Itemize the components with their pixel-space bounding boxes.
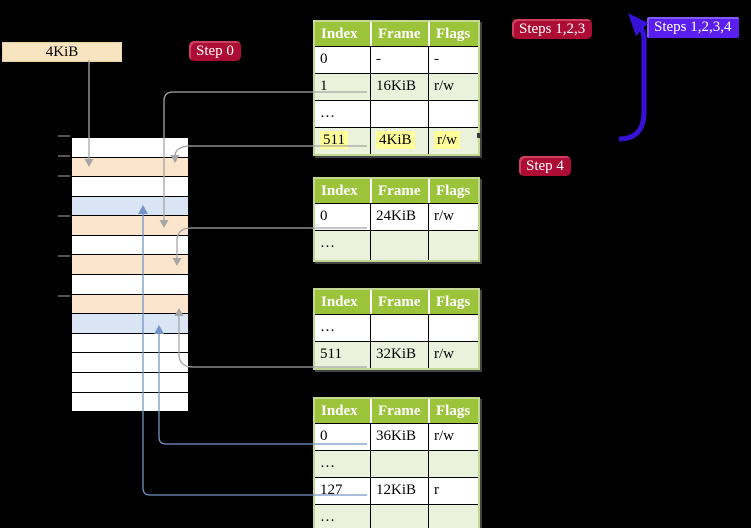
cell-index: 0: [320, 428, 328, 444]
cell-flags: r/w: [428, 74, 478, 100]
table-header: Index Frame Flags: [315, 179, 478, 203]
highlighted-value: r/w: [434, 131, 460, 149]
cell-index: 1: [320, 78, 328, 94]
table-row: 127 12KiB r: [315, 477, 478, 504]
table-row: 511 32KiB r/w: [315, 341, 478, 368]
memory-frame-row: [72, 332, 188, 353]
memory-frame-row-32KiB: [72, 293, 188, 314]
cell-index: …: [320, 235, 335, 251]
step0-badge: Step 0: [189, 41, 241, 61]
cell-frame: -: [370, 47, 428, 73]
memory-frame-row-12KiB: [72, 195, 188, 216]
memory-frame-row-24KiB: [72, 254, 188, 275]
column-header-index: Index: [321, 183, 358, 199]
cell-index: 511: [315, 128, 370, 154]
cell-index: 0: [320, 208, 328, 224]
cell-index: 0: [320, 51, 328, 67]
memory-frame-row: [72, 176, 188, 196]
cell-flags: r/w: [428, 204, 478, 230]
cell-flags: [428, 231, 478, 260]
steps1234-badge: Steps 1,2,3,4: [647, 17, 739, 38]
table-row: 0 - -: [315, 46, 478, 73]
memory-frame-row-36KiB: [72, 313, 188, 333]
column-header-flags: Flags: [428, 179, 478, 203]
steps-loop-arrow-shaft: [618, 25, 647, 142]
column-header-index: Index: [321, 403, 358, 419]
table-row: 0 36KiB r/w: [315, 423, 478, 450]
memory-frame-row: [72, 391, 188, 412]
memory-frame-row: [72, 352, 188, 372]
table-row: 0 24KiB r/w: [315, 203, 478, 230]
table-row-highlighted: 511 4KiB r/w: [315, 127, 478, 154]
memory-frame-row: [72, 138, 188, 157]
memory-frame-row: [72, 274, 188, 294]
cell-index: …: [320, 455, 335, 471]
cell-flags: [428, 315, 478, 341]
table-row: …: [315, 230, 478, 260]
cell-frame: [370, 101, 428, 127]
steps-loop-arrow: [618, 13, 648, 142]
column-header-frame: Frame: [370, 399, 428, 423]
cell-frame: [370, 315, 428, 341]
column-header-index: Index: [321, 26, 358, 42]
column-header-frame: Frame: [370, 290, 428, 314]
table-header: Index Frame Flags: [315, 22, 478, 46]
table-header: Index Frame Flags: [315, 399, 478, 423]
cell-flags: r/w: [428, 424, 478, 450]
step4-badge: Step 4: [519, 156, 571, 176]
highlighted-value: 4KiB: [376, 131, 415, 149]
memory-frame-row-4KiB: [72, 156, 188, 177]
steps123-badge: Steps 1,2,3: [512, 19, 593, 39]
table-row: 1 16KiB r/w: [315, 73, 478, 100]
cell-frame: 32KiB: [370, 342, 428, 368]
connector-endpoint-dot: [477, 133, 481, 138]
cell-index: 127: [320, 482, 343, 498]
cell-flags: [428, 451, 478, 477]
memory-frame-row: [72, 234, 188, 255]
column-header-frame: Frame: [370, 179, 428, 203]
arrowhead-up-left-icon: [628, 13, 648, 36]
table-row: …: [315, 314, 478, 341]
table-row: …: [315, 504, 478, 528]
cell-flags: r/w: [428, 128, 478, 154]
table-row: …: [315, 100, 478, 127]
table-row: …: [315, 450, 478, 477]
table-header: Index Frame Flags: [315, 290, 478, 314]
cell-frame: 12KiB: [370, 478, 428, 504]
cell-index: …: [320, 509, 335, 525]
page-size-label: 4KiB: [2, 42, 122, 62]
cell-flags: [428, 101, 478, 127]
column-header-frame: Frame: [370, 22, 428, 46]
page-table-2: Index Frame Flags 0 24KiB r/w …: [313, 177, 480, 262]
address-tick-marks: [58, 135, 70, 297]
column-header-index: Index: [321, 294, 358, 310]
physical-memory-column: [70, 136, 190, 413]
column-header-flags: Flags: [428, 22, 478, 46]
memory-frame-row-16KiB: [72, 215, 188, 235]
memory-frame-row: [72, 371, 188, 392]
cell-frame: [370, 231, 428, 260]
cell-frame: 4KiB: [370, 128, 428, 154]
cell-flags: -: [428, 47, 478, 73]
cell-index: …: [320, 319, 335, 335]
page-table-4: Index Frame Flags 0 36KiB r/w … 127 12Ki…: [313, 397, 480, 528]
page-table-1: Index Frame Flags 0 - - 1 16KiB r/w … 51…: [313, 20, 480, 156]
cell-flags: [428, 505, 478, 528]
cell-index: …: [320, 105, 335, 121]
highlighted-value: 511: [320, 131, 348, 149]
cell-frame: 36KiB: [370, 424, 428, 450]
cell-frame: 24KiB: [370, 204, 428, 230]
column-header-flags: Flags: [428, 290, 478, 314]
cell-index: 511: [320, 346, 342, 362]
cell-frame: [370, 505, 428, 528]
page-table-3: Index Frame Flags … 511 32KiB r/w: [313, 288, 480, 370]
cell-frame: [370, 451, 428, 477]
cell-flags: r: [428, 478, 478, 504]
column-header-flags: Flags: [428, 399, 478, 423]
cell-flags: r/w: [428, 342, 478, 368]
cell-frame: 16KiB: [370, 74, 428, 100]
